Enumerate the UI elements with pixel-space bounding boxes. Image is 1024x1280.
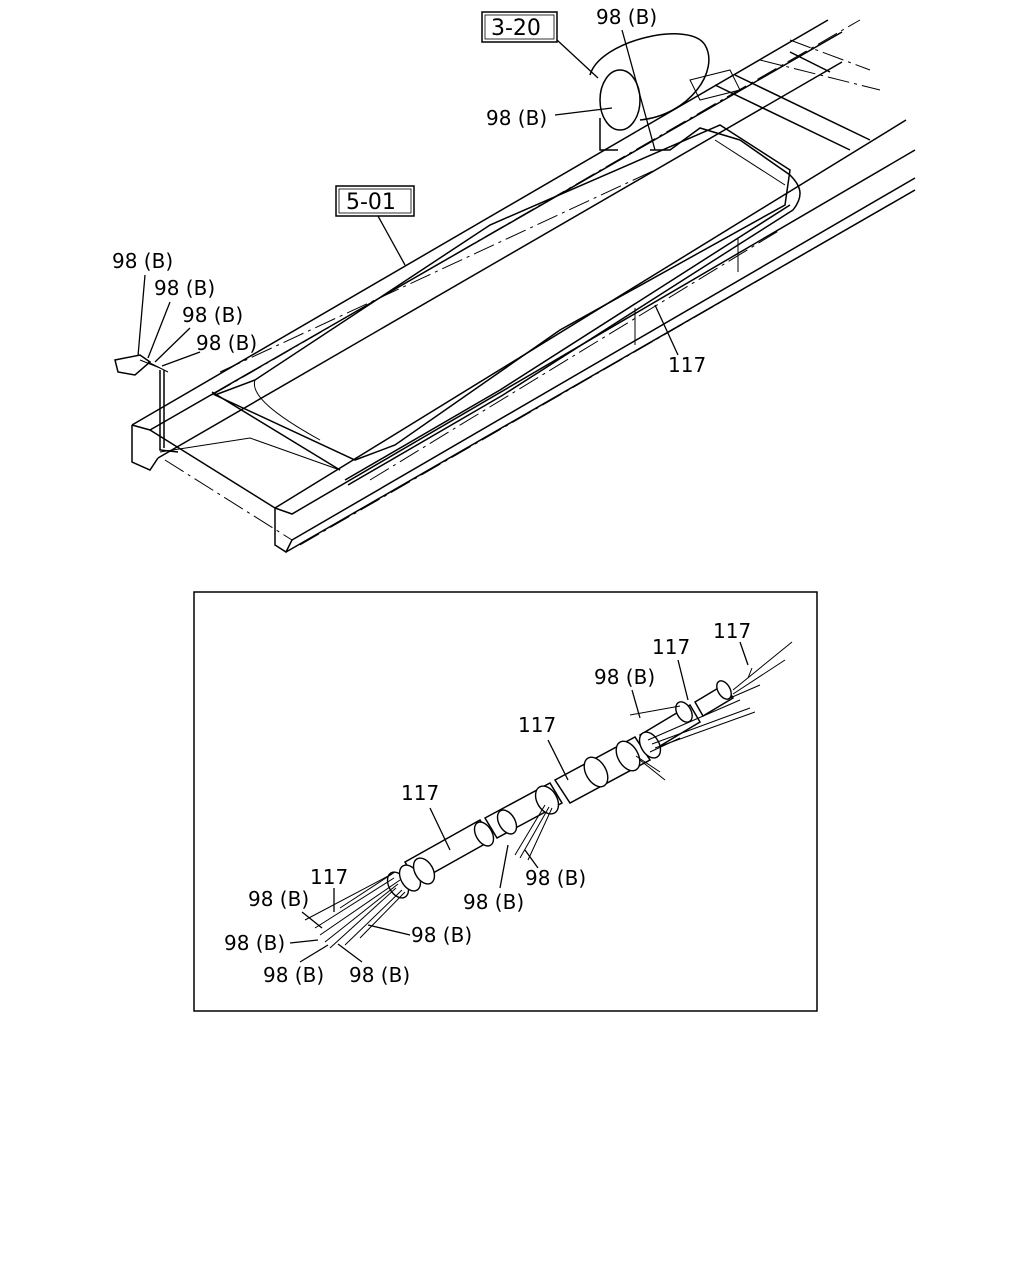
- chassis-frame-illustration: [114, 19, 916, 554]
- callout-clip-left-1: 98 (B): [112, 249, 173, 273]
- ref-box-5-01-label: 5-01: [346, 190, 396, 215]
- callout-detail-clip-left-1: 98 (B): [248, 887, 309, 911]
- ref-box-3-20-label: 3-20: [491, 16, 541, 41]
- upper-callouts: 98 (B) 98 (B) 98 (B) 98 (B) 98 (B) 98 (B…: [112, 5, 706, 377]
- callout-clip-left-2: 98 (B): [154, 276, 215, 300]
- callout-detail-117-d: 117: [401, 781, 439, 805]
- callout-detail-clip-left-2: 98 (B): [411, 923, 472, 947]
- callout-detail-117-b: 117: [652, 635, 690, 659]
- callout-clip-left-3: 98 (B): [182, 303, 243, 327]
- callout-detail-clip-mid-2: 98 (B): [463, 890, 524, 914]
- harness-bundle: [304, 641, 793, 949]
- callout-clip-left-4: 98 (B): [196, 331, 257, 355]
- callout-clip-tank: 98 (B): [486, 106, 547, 130]
- detail-callouts: 117 117 98 (B) 117 117 117 98 (B) 98 (B)…: [224, 619, 751, 987]
- callout-detail-clip-left-3: 98 (B): [224, 931, 285, 955]
- callout-detail-117-e: 117: [310, 865, 348, 889]
- ref-box-5-01[interactable]: 5-01: [335, 185, 415, 217]
- callout-detail-clip-bottom-1: 98 (B): [263, 963, 324, 987]
- callout-detail-clip-bottom-2: 98 (B): [349, 963, 410, 987]
- callout-detail-clip-mid-1: 98 (B): [525, 866, 586, 890]
- callout-harness-117: 117: [668, 353, 706, 377]
- ref-box-3-20[interactable]: 3-20: [481, 11, 558, 43]
- detail-box: 117 117 98 (B) 117 117 117 98 (B) 98 (B)…: [193, 591, 818, 1012]
- callout-detail-117-a: 117: [713, 619, 751, 643]
- callout-clip-top-right: 98 (B): [596, 5, 657, 29]
- callout-detail-117-c: 117: [518, 713, 556, 737]
- callout-detail-clip-top: 98 (B): [594, 665, 655, 689]
